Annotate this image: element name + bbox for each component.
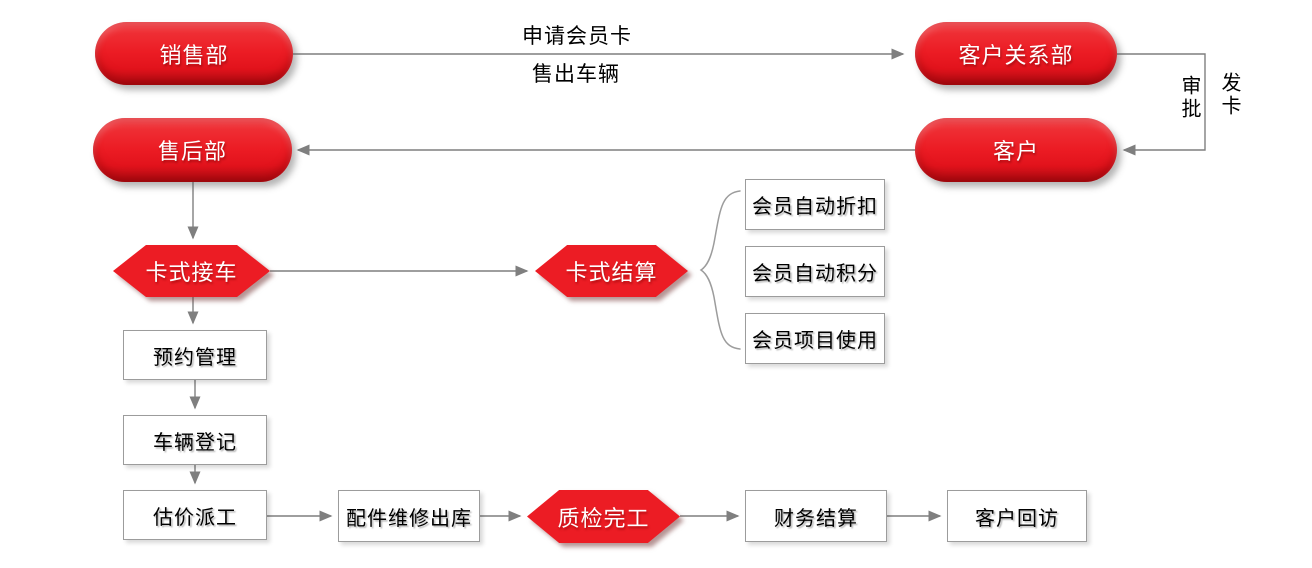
node-appointment: 预约管理 [123, 330, 267, 380]
node-card-reception: 卡式接车 [113, 245, 270, 297]
node-aftersales-dept: 售后部 [93, 118, 292, 182]
node-registration: 车辆登记 [123, 415, 267, 465]
node-finance: 财务结算 [745, 490, 887, 542]
node-dispatch: 估价派工 [123, 490, 267, 540]
node-card-settlement: 卡式结算 [535, 245, 688, 297]
hexagon-shape: 卡式接车 [113, 245, 270, 297]
node-quality-done: 质检完工 [527, 490, 680, 543]
node-quality-done-label: 质检完工 [557, 505, 650, 531]
node-customer: 客户 [915, 118, 1117, 182]
edge-label-issue-card: 发卡 [1218, 72, 1240, 118]
node-sales-dept-label: 销售部 [159, 42, 229, 68]
node-dispatch-label: 估价派工 [153, 506, 237, 529]
node-parts-out: 配件维修出库 [338, 490, 480, 542]
node-member-discount-label: 会员自动折扣 [752, 196, 878, 218]
node-card-reception-label: 卡式接车 [145, 260, 238, 285]
node-member-usage-label: 会员项目使用 [752, 330, 878, 352]
node-aftersales-dept-label: 售后部 [157, 139, 227, 164]
node-revisit: 客户回访 [947, 490, 1087, 542]
brace-settlement-benefits [699, 190, 741, 350]
node-member-points: 会员自动积分 [745, 246, 885, 297]
edge-label-apply-card: 申请会员卡 [522, 25, 632, 48]
node-finance-label: 财务结算 [774, 507, 858, 530]
node-sales-dept: 销售部 [95, 22, 293, 85]
node-member-discount: 会员自动折扣 [745, 179, 885, 230]
node-revisit-label: 客户回访 [975, 507, 1059, 530]
node-customer-label: 客户 [992, 139, 1039, 164]
edge-label-approve: 审批 [1178, 75, 1200, 121]
node-customer-relations-dept-label: 客户关系部 [958, 42, 1074, 68]
hexagon-shape: 质检完工 [527, 490, 680, 543]
node-registration-label: 车辆登记 [153, 431, 237, 454]
node-customer-relations-dept: 客户关系部 [915, 22, 1117, 85]
node-parts-out-label: 配件维修出库 [346, 507, 472, 530]
node-appointment-label: 预约管理 [153, 346, 237, 369]
node-member-points-label: 会员自动积分 [752, 263, 878, 285]
edge-label-sell-vehicle: 售出车辆 [532, 63, 620, 86]
node-card-settlement-label: 卡式结算 [565, 260, 658, 285]
hexagon-shape: 卡式结算 [535, 245, 688, 297]
edge-crm-to-customer [1117, 53, 1206, 156]
node-member-usage: 会员项目使用 [745, 313, 885, 364]
